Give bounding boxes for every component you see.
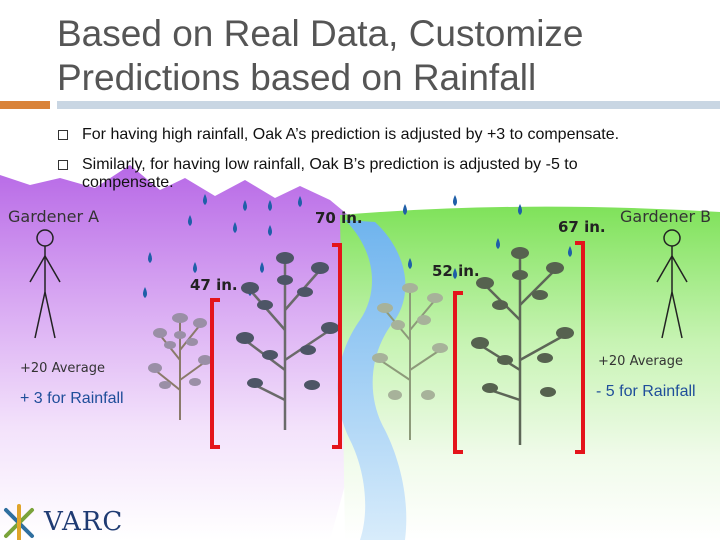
rainfall-label-tree4: 67 in. xyxy=(558,218,606,236)
river xyxy=(337,220,407,540)
rainfall-label-tree3: 52 in. xyxy=(432,262,480,280)
gardener-a-label: Gardener A xyxy=(8,207,100,226)
title-accent-bar xyxy=(0,101,50,109)
varc-logo-mark xyxy=(4,504,34,540)
bracket-tree3 xyxy=(453,291,463,454)
gardener-a-figure xyxy=(29,229,61,339)
green-hill xyxy=(340,206,720,540)
bracket-tree4 xyxy=(575,241,585,454)
gardener-a-average: +20 Average xyxy=(20,361,105,376)
tree-oak-b-large xyxy=(471,247,574,445)
bullet-text-2: Similarly, for having low rainfall, Oak … xyxy=(82,156,578,191)
page-title: Based on Real Data, Customize Prediction… xyxy=(57,13,584,98)
rainfall-label-tree1: 47 in. xyxy=(190,276,238,294)
tree-oak-a-large xyxy=(236,252,339,430)
gardener-b-label: Gardener B xyxy=(620,207,712,226)
bracket-tree2 xyxy=(332,243,342,449)
bullet-marker xyxy=(58,160,68,170)
rainfall-label-tree2: 70 in. xyxy=(315,209,363,227)
bullet-marker xyxy=(58,130,68,140)
gardener-a-adjustment: + 3 for Rainfall xyxy=(20,390,124,407)
gardener-b-adjustment: - 5 for Rainfall xyxy=(596,383,696,400)
gardener-b-average: +20 Average xyxy=(598,354,683,369)
gardener-b-figure xyxy=(656,229,688,339)
raindrops xyxy=(143,194,572,298)
bullet-text-1: For having high rainfall, Oak A’s predic… xyxy=(82,126,620,143)
tree-oak-a-small xyxy=(148,313,212,420)
tree-oak-b-medium xyxy=(372,283,448,440)
title-divider xyxy=(57,101,720,109)
bracket-tree1 xyxy=(210,298,220,449)
varc-logo-text: VARC xyxy=(44,507,124,537)
